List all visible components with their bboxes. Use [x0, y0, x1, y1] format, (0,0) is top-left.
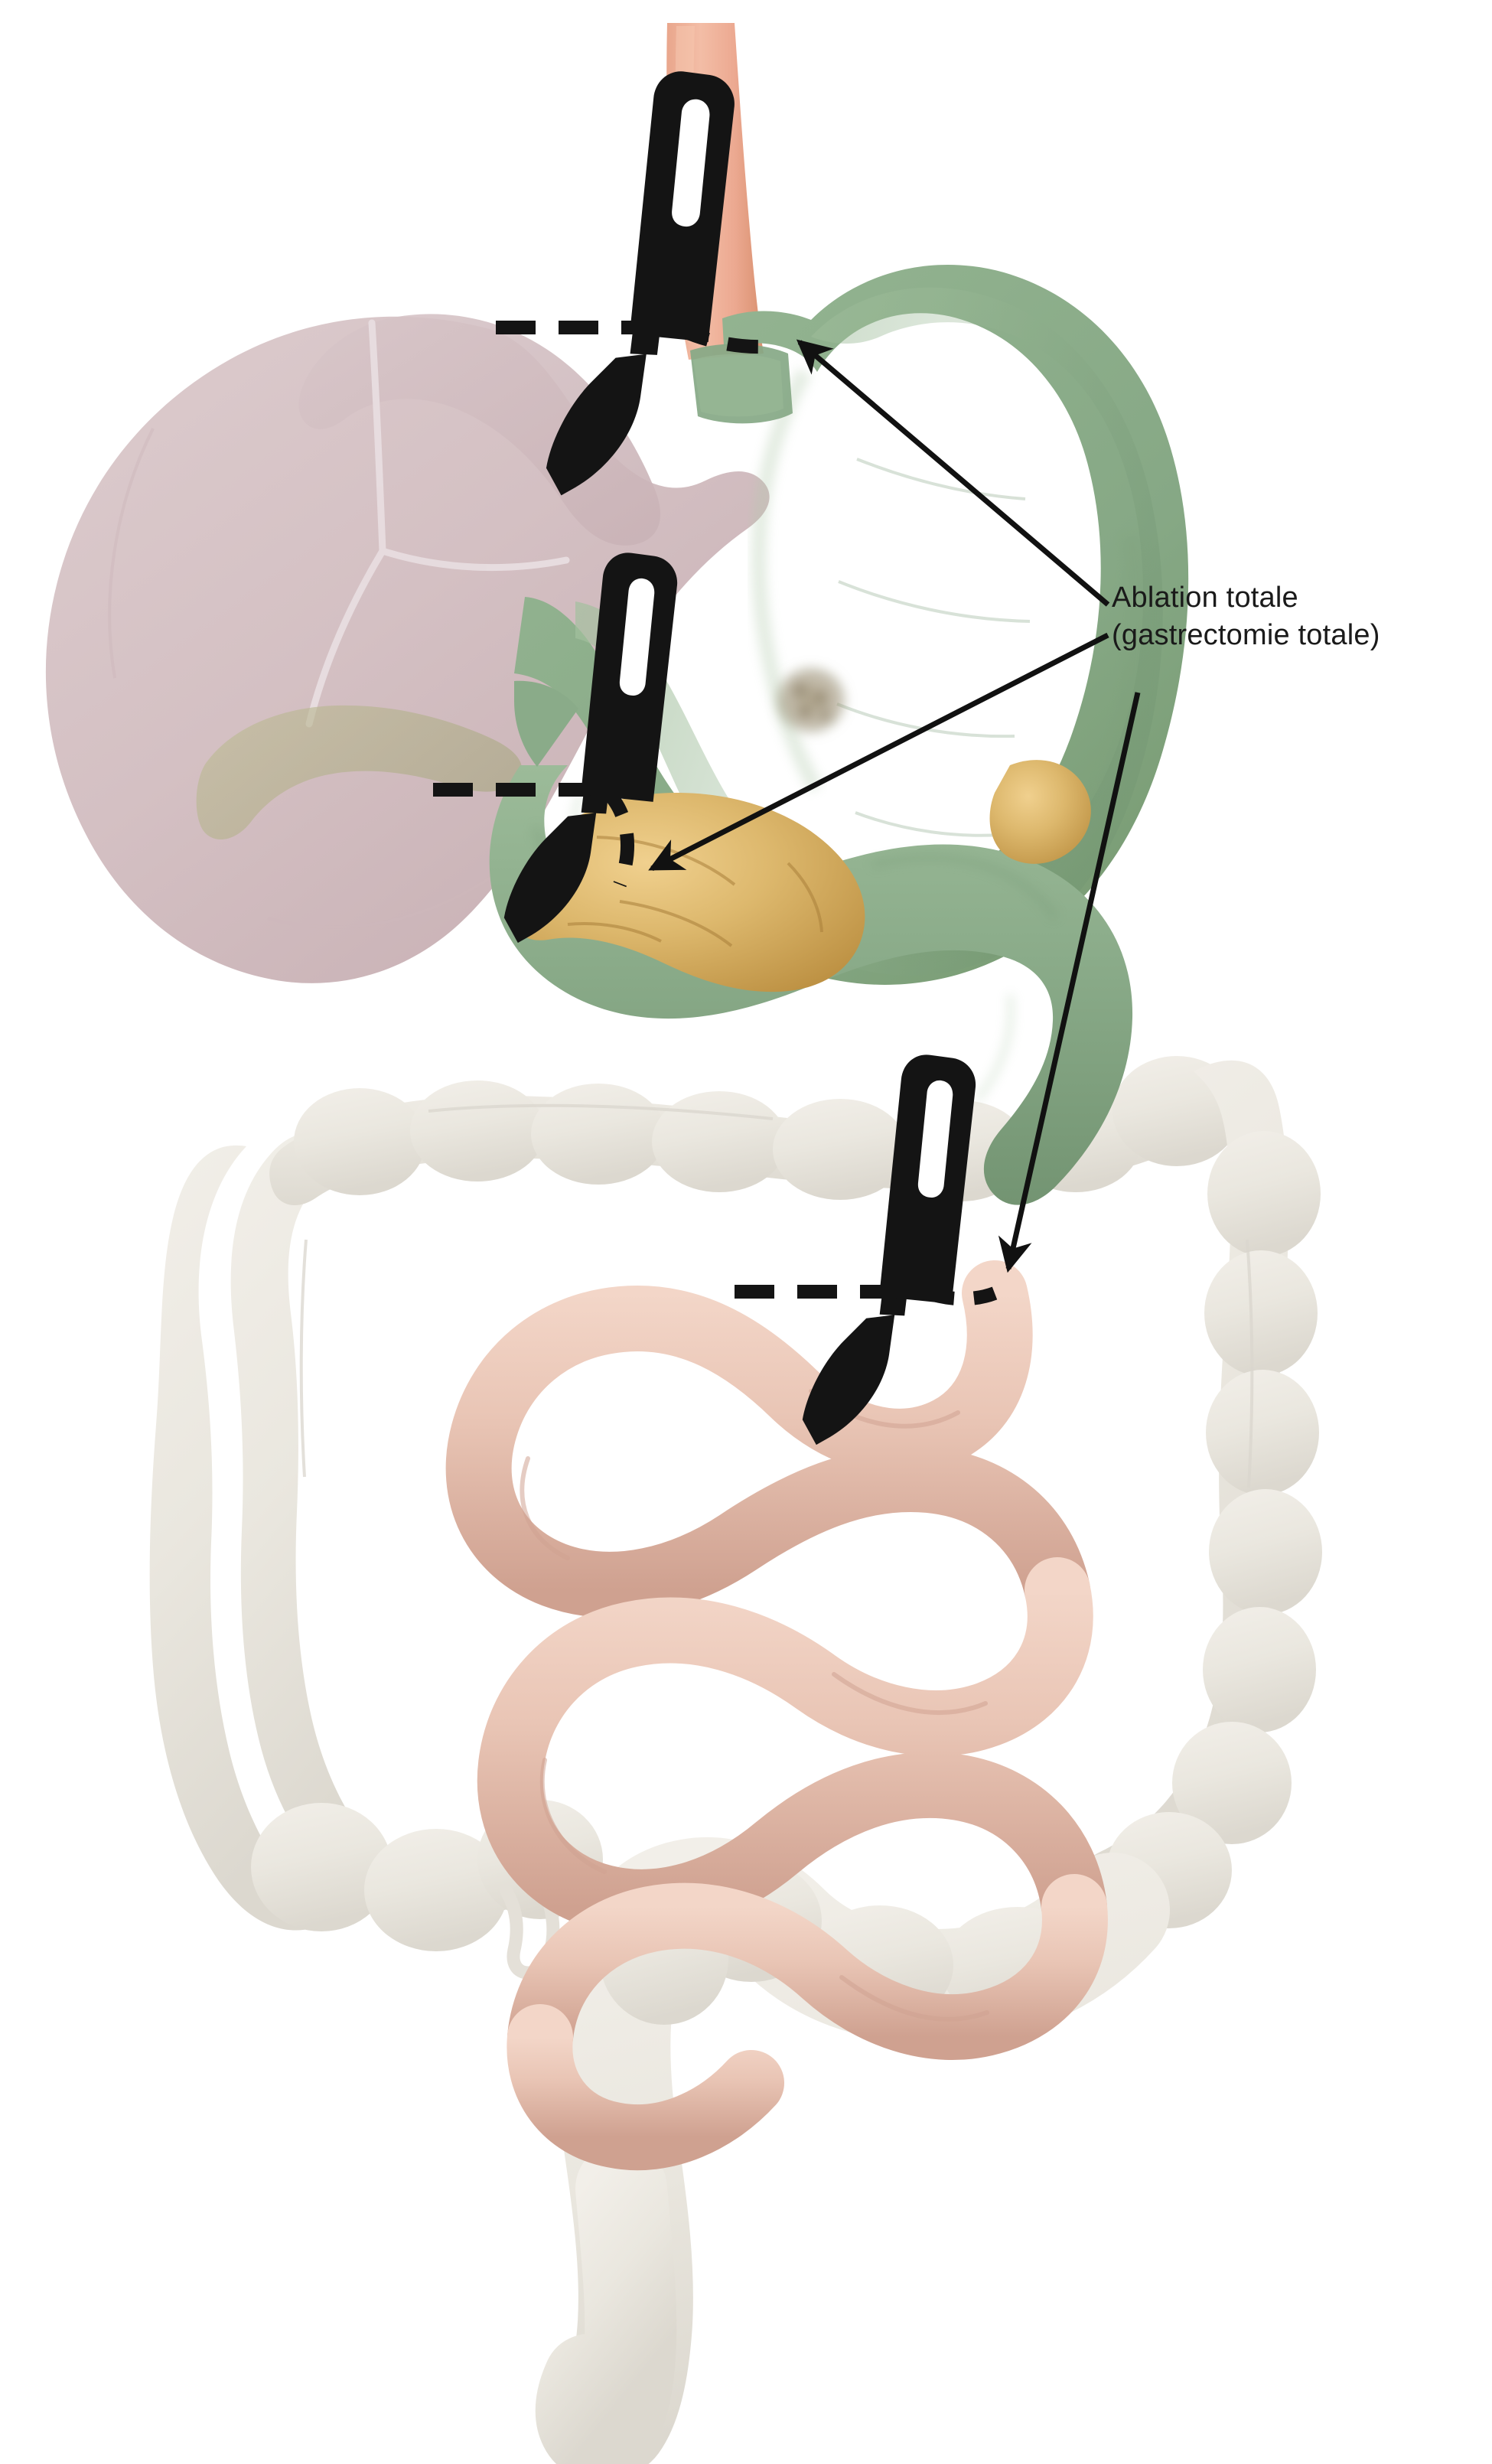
organ-large-intestine	[149, 1056, 1322, 2464]
arrow-to-esophagogastric-junction	[796, 339, 1110, 607]
organ-small-intestine	[445, 1260, 1108, 2171]
leader-lines	[648, 339, 1141, 1273]
callout-line-2: (gastrectomie totale)	[1112, 618, 1380, 651]
organ-gallbladder	[196, 705, 523, 840]
callout-line-1: Ablation totale	[1112, 582, 1298, 614]
arrow-to-duodenum-stump	[648, 632, 1109, 872]
pancreas-tail	[989, 760, 1091, 864]
organ-pancreas	[512, 760, 1091, 992]
gastric-lesion	[776, 667, 846, 734]
callout-ablation-totale: Ablation totale (gastrectomie totale)	[1112, 579, 1380, 653]
arrow-to-jejunum-transection	[998, 692, 1141, 1273]
